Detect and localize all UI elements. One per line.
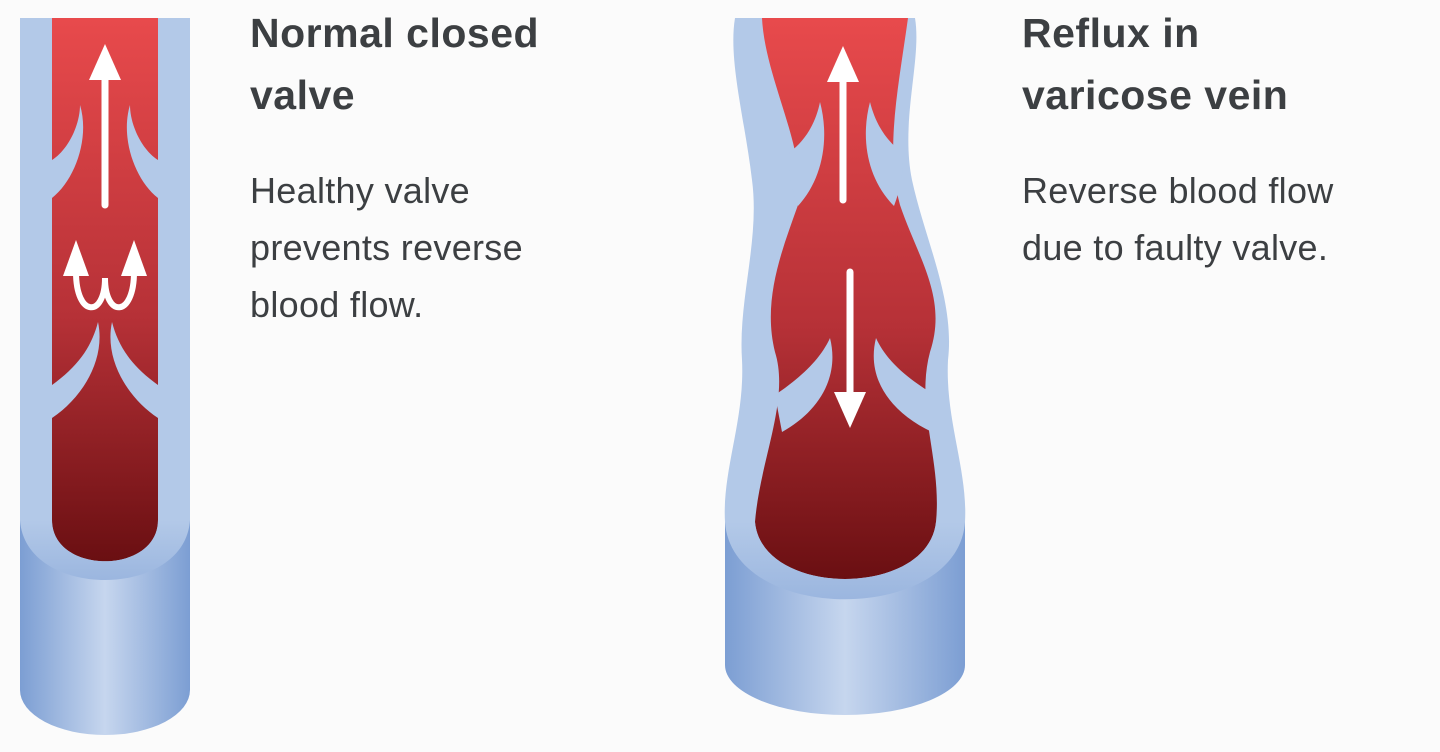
reflux-panel: Reflux in varicose vein Reverse blood fl… [1022, 2, 1334, 276]
normal-lower-valve-right-leaflet [110, 322, 158, 418]
reflux-description: Reverse blood flow due to faulty valve. [1022, 170, 1334, 268]
varicose-upper-valve-right-leaflet [865, 102, 903, 206]
reverse-flow-arrow [834, 268, 866, 428]
normal-vein-lower-tube [20, 520, 190, 735]
varicose-vein-cut-rim [725, 522, 965, 600]
varicose-lower-valve-right-leaflet [873, 338, 935, 432]
normal-valve-title: Normal closed valve [250, 10, 540, 118]
normal-upper-valve-right-leaflet [126, 105, 158, 198]
normal-lower-valve-left-leaflet [52, 322, 100, 418]
upward-flow-arrow [89, 44, 121, 209]
normal-valve-description: Healthy valve prevents reverse blood flo… [250, 170, 523, 325]
blocked-backflow-arrows [63, 240, 147, 311]
normal-valve-panel: Normal closed valve Healthy valve preven… [250, 2, 539, 333]
varicose-lower-valve-left-leaflet [775, 338, 833, 432]
upward-flow-arrow-varicose [827, 46, 859, 204]
normal-vein-illustration [20, 18, 190, 735]
normal-upper-valve-left-leaflet [52, 105, 84, 198]
normal-vein-cut-rim [20, 520, 190, 580]
varicose-upper-valve-left-leaflet [789, 102, 825, 206]
reflux-title: Reflux in varicose vein [1022, 10, 1289, 118]
varicose-vein-illustration [724, 18, 966, 715]
